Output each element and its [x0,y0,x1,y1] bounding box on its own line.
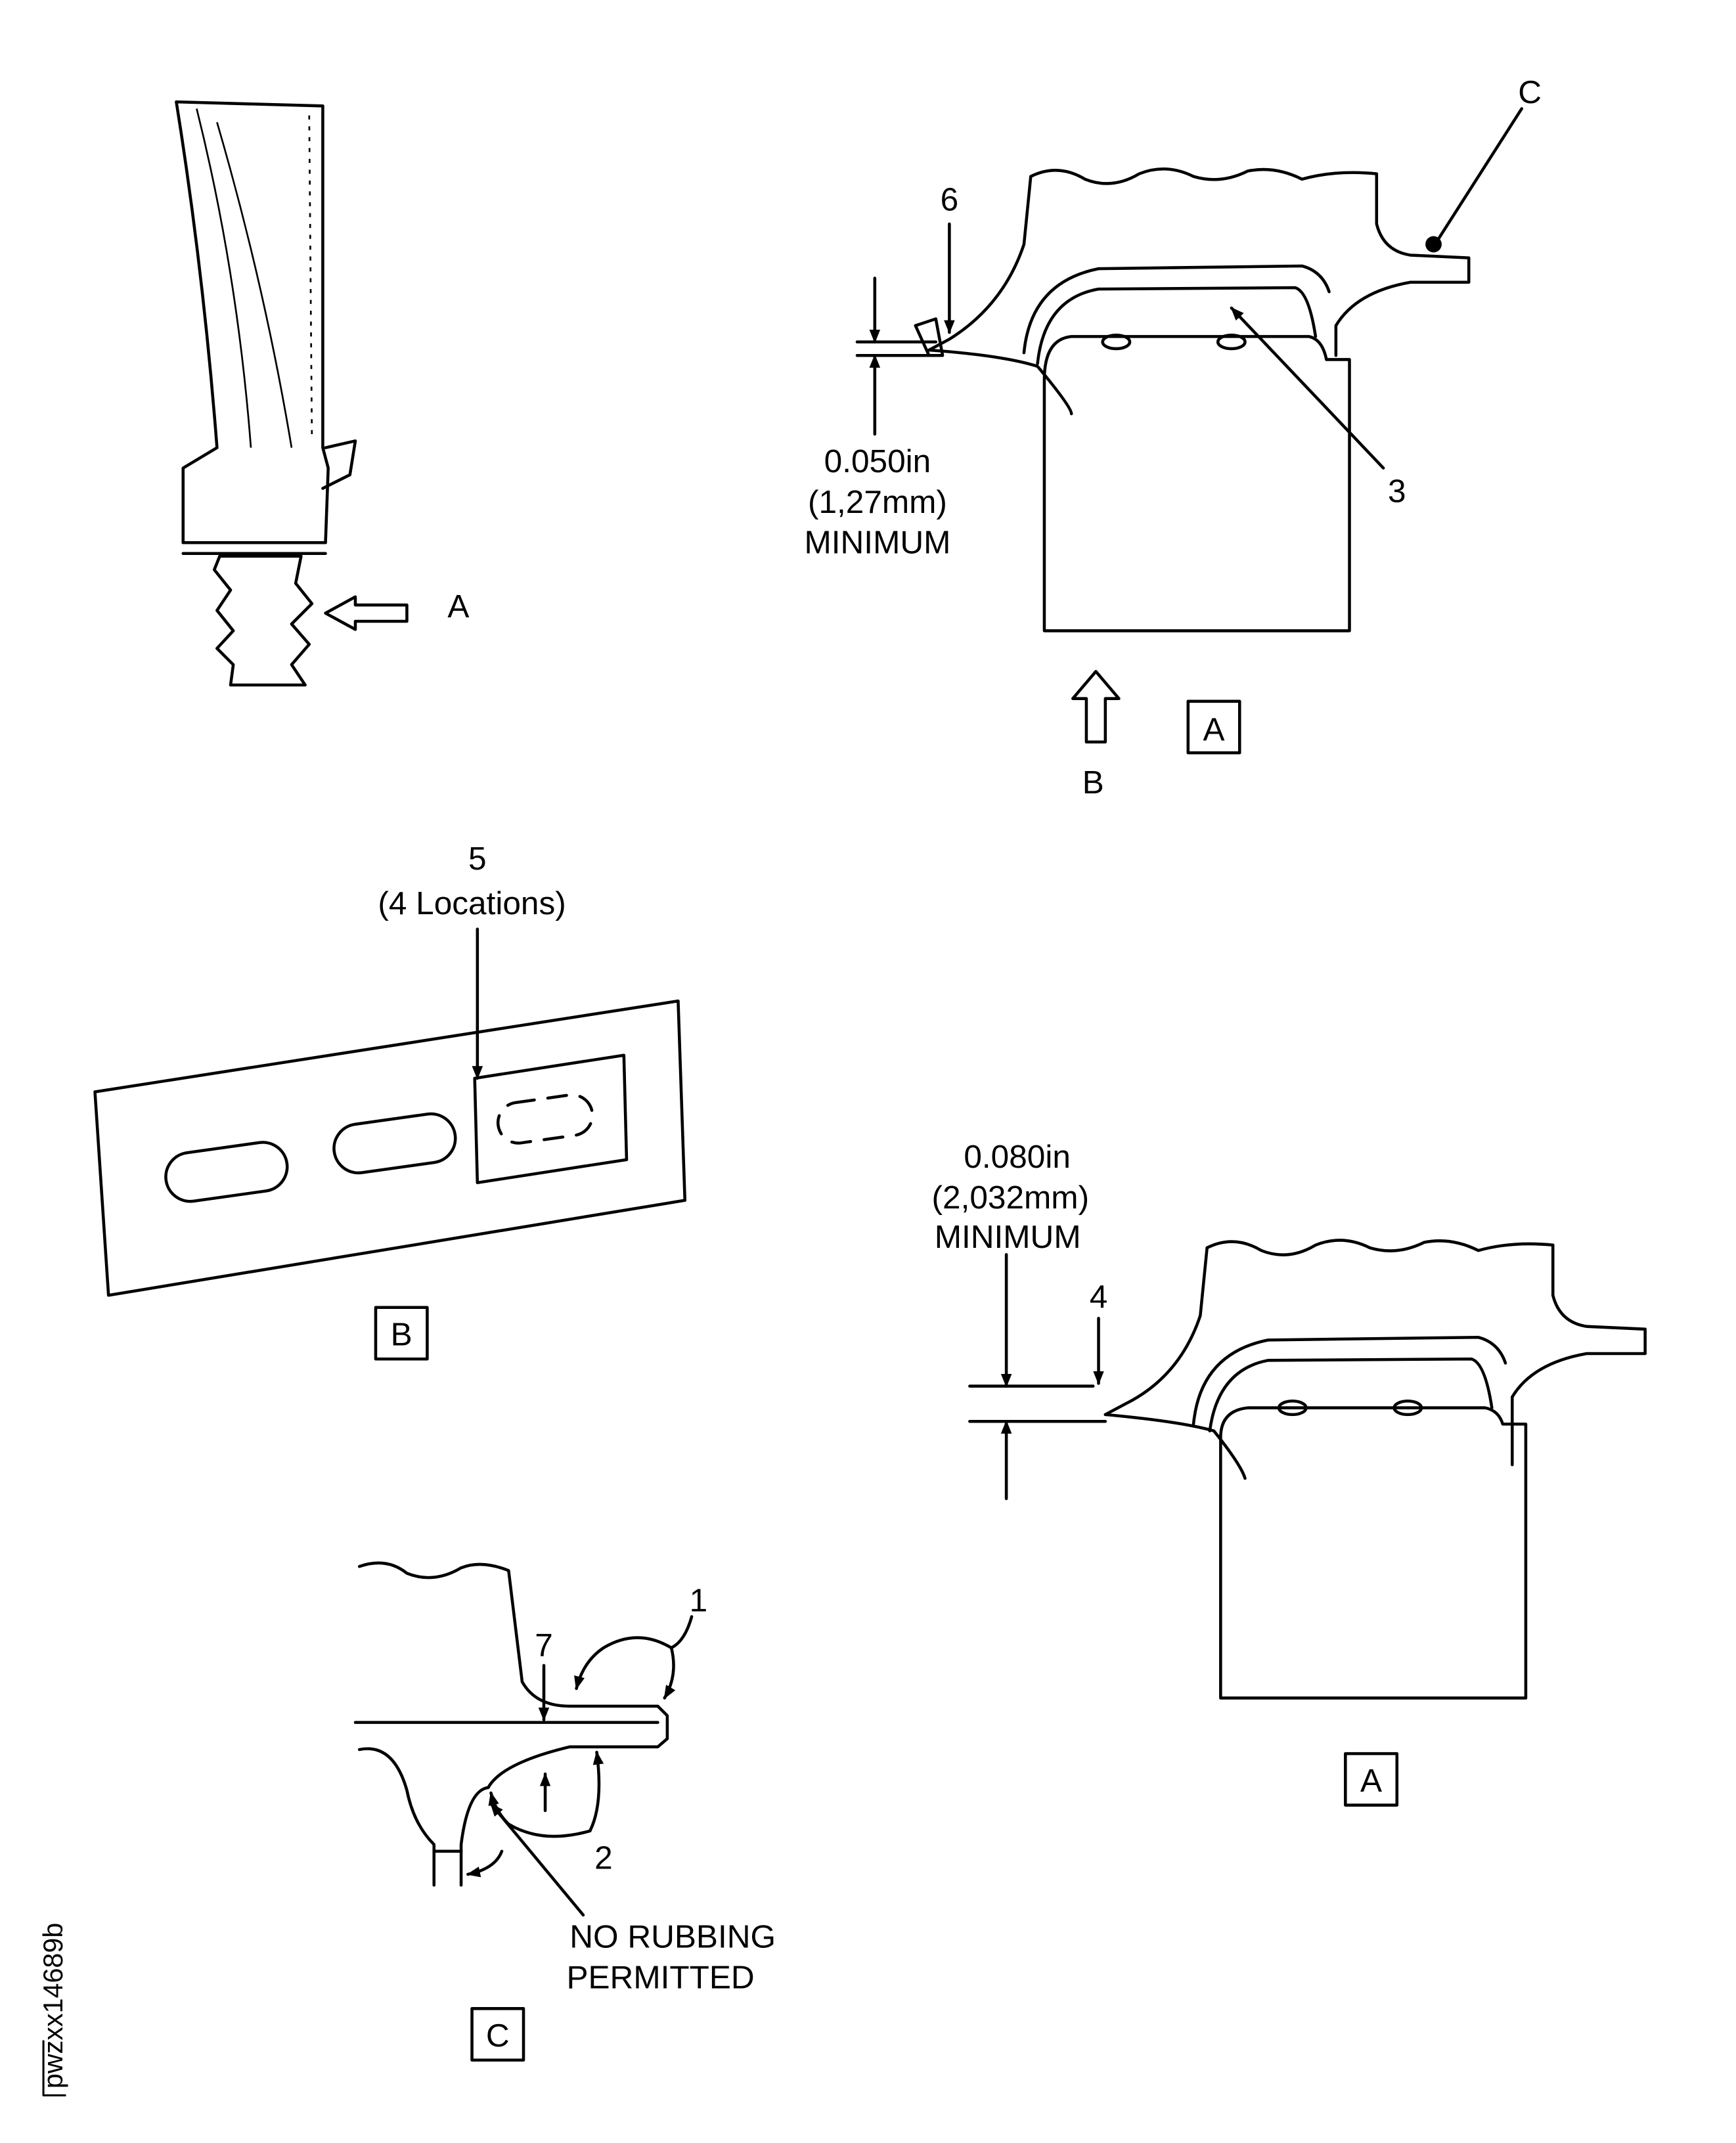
dimension-inch: 0.080in [964,1138,1071,1175]
view-b: 5 (4 Locations) B [93,840,687,1361]
view-c: 1 7 2 NO RUBBING PERMITTED C [353,1561,776,2062]
callout-7: 7 [535,1626,553,1663]
view-a-arrow-icon [324,595,409,631]
no-rubbing-note-line2: PERMITTED [566,1958,754,1995]
view-label-a: A [1360,1762,1382,1799]
callout-5: 5 [468,840,487,877]
view-b-arrow-label: B [1082,764,1104,801]
callout-1: 1 [690,1581,708,1618]
callout-4: 4 [1090,1278,1108,1315]
view-a-arrow-label: A [447,588,469,625]
figure-id: pwzxx14689b [38,1923,68,2097]
dimension-mm: (1,27mm) [808,483,947,520]
callout-5-note: (4 Locations) [378,885,566,921]
callout-2: 2 [594,1840,613,1876]
view-b-arrow-icon [1071,670,1121,744]
dimension-note: MINIMUM [804,524,950,561]
view-a-top: C 6 3 0.050in (1,27mm) MINIMUM B A [804,74,1542,801]
view-label-c: C [486,2017,510,2054]
view-label-b: B [391,1316,412,1353]
dimension-mm: (2,032mm) [932,1179,1090,1216]
blade-overview: A [175,100,469,687]
callout-c: C [1518,74,1542,110]
dimension-inch: 0.050in [824,443,931,479]
dimension-note: MINIMUM [935,1218,1081,1255]
no-rubbing-note-line1: NO RUBBING [569,1918,776,1955]
view-label-a: A [1203,711,1225,748]
callout-6: 6 [941,181,959,217]
callout-3: 3 [1388,472,1406,509]
figure-id-text: pwzxx14689b [38,1923,68,2088]
view-a-bottom: 0.080in (2,032mm) MINIMUM 4 A [932,1138,1647,1807]
